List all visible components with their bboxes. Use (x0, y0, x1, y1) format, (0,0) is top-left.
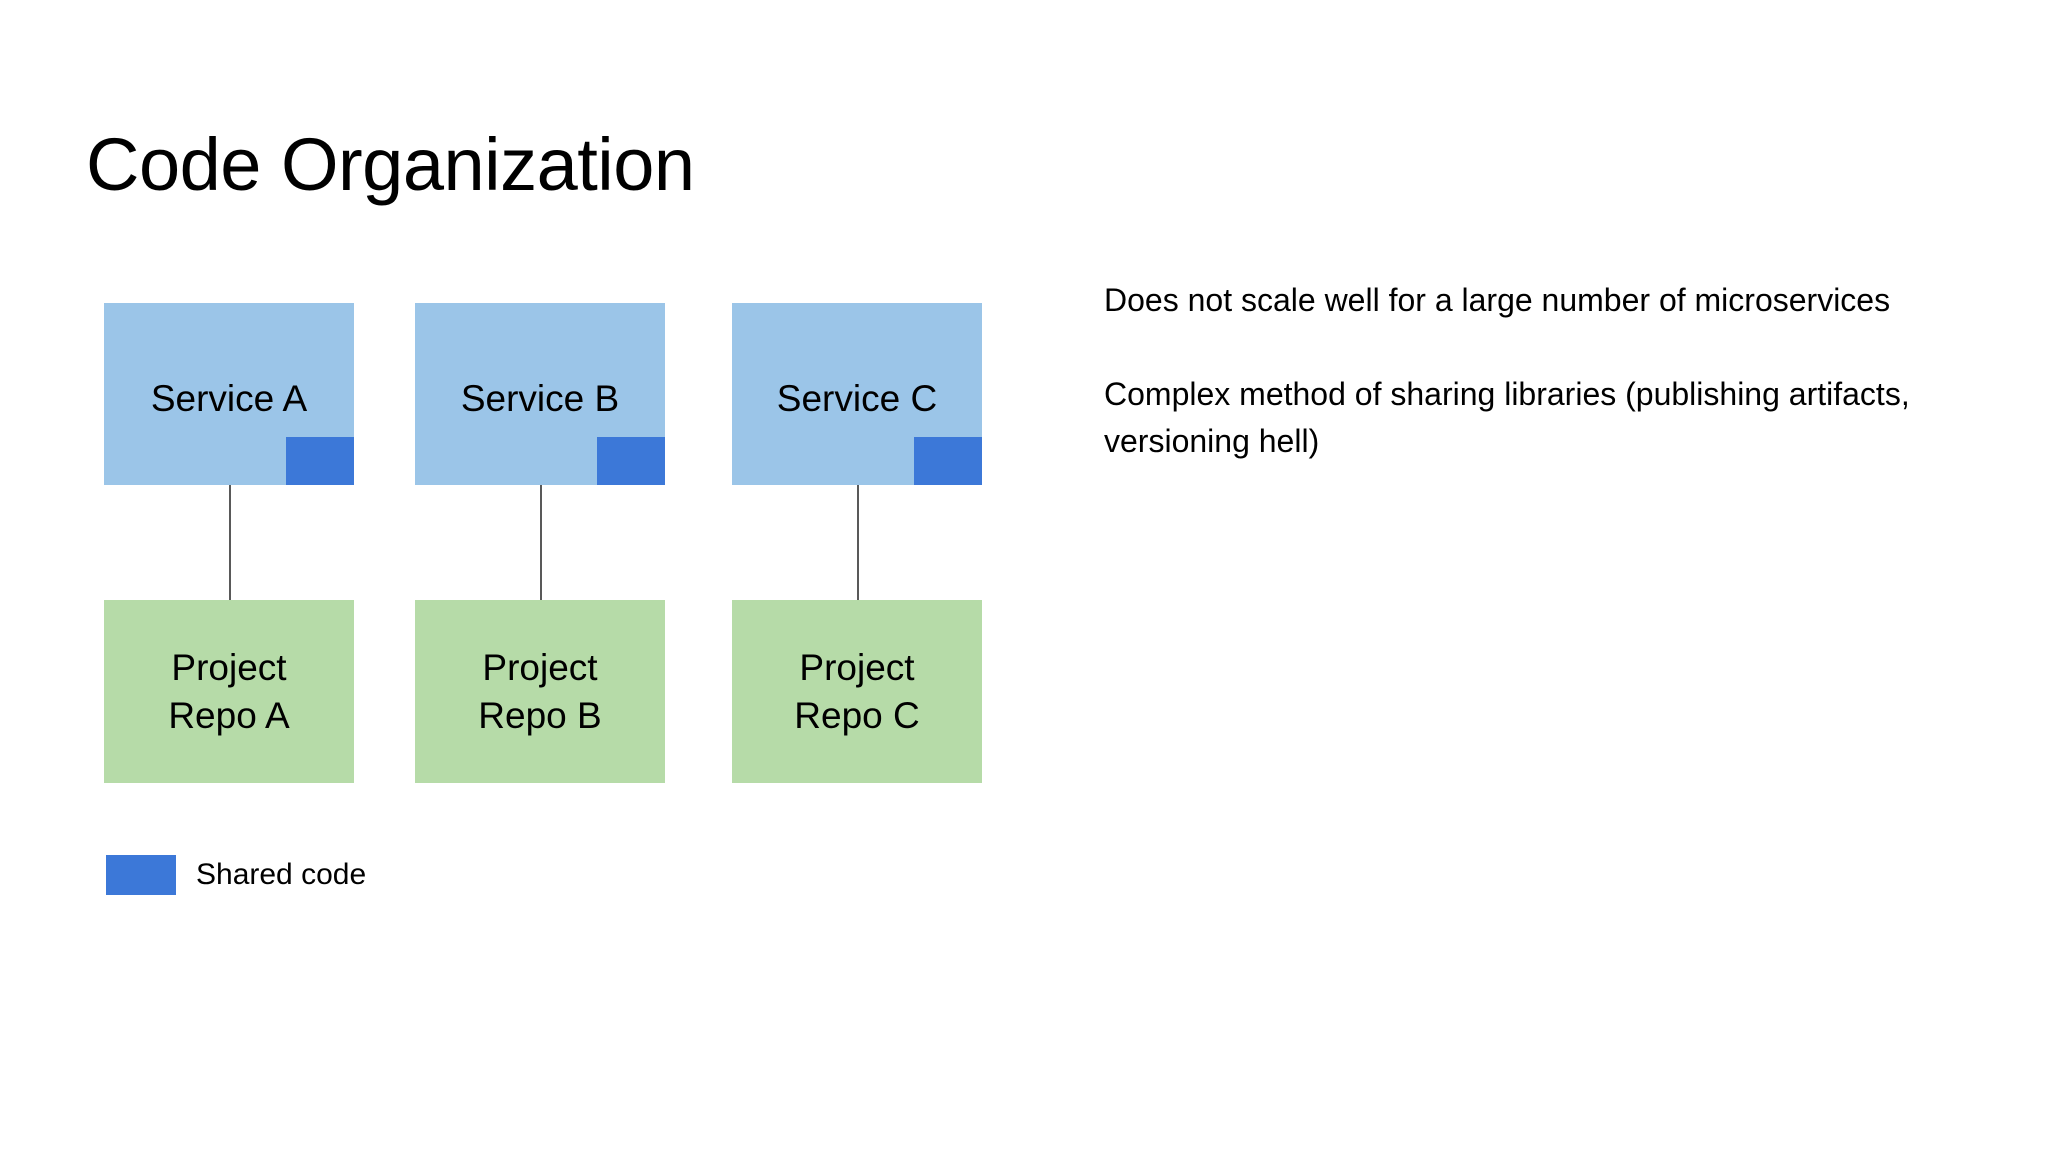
notes-panel: Does not scale well for a large number o… (1104, 277, 1984, 465)
legend-swatch-shared-code (106, 855, 176, 895)
legend-label-shared-code: Shared code (196, 858, 367, 891)
repo-box-c: Project Repo C (732, 600, 982, 783)
diagram-column-b: Service B Project Repo B (415, 303, 665, 783)
shared-code-chip-c (914, 437, 982, 485)
diagram-column-a: Service A Project Repo A (104, 303, 354, 783)
shared-code-chip-a (286, 437, 354, 485)
diagram-column-c: Service C Project Repo C (732, 303, 982, 783)
service-label-b: Service B (460, 378, 620, 419)
service-box-c: Service C (732, 303, 982, 485)
repo-box-a: Project Repo A (104, 600, 354, 783)
note-paragraph-1: Does not scale well for a large number o… (1104, 282, 1891, 318)
connector-line-b (540, 485, 542, 600)
repo-label-b: Project Repo B (478, 646, 602, 736)
shared-code-chip-b (597, 437, 665, 485)
repo-box-b: Project Repo B (415, 600, 665, 783)
connector-line-a (229, 485, 231, 600)
note-paragraph-2: Complex method of sharing libraries (pub… (1104, 376, 1910, 459)
connector-line-c (857, 485, 859, 600)
service-label-c: Service C (776, 378, 938, 419)
service-box-b: Service B (415, 303, 665, 485)
legend: Shared code (106, 855, 366, 895)
service-label-a: Service A (150, 378, 308, 419)
code-organization-diagram: Service A Project Repo A Service B Proje… (0, 0, 1020, 1152)
repo-label-a: Project Repo A (168, 646, 290, 736)
page-title: Code Organization (86, 123, 695, 206)
repo-label-c: Project Repo C (794, 646, 920, 736)
service-box-a: Service A (104, 303, 354, 485)
